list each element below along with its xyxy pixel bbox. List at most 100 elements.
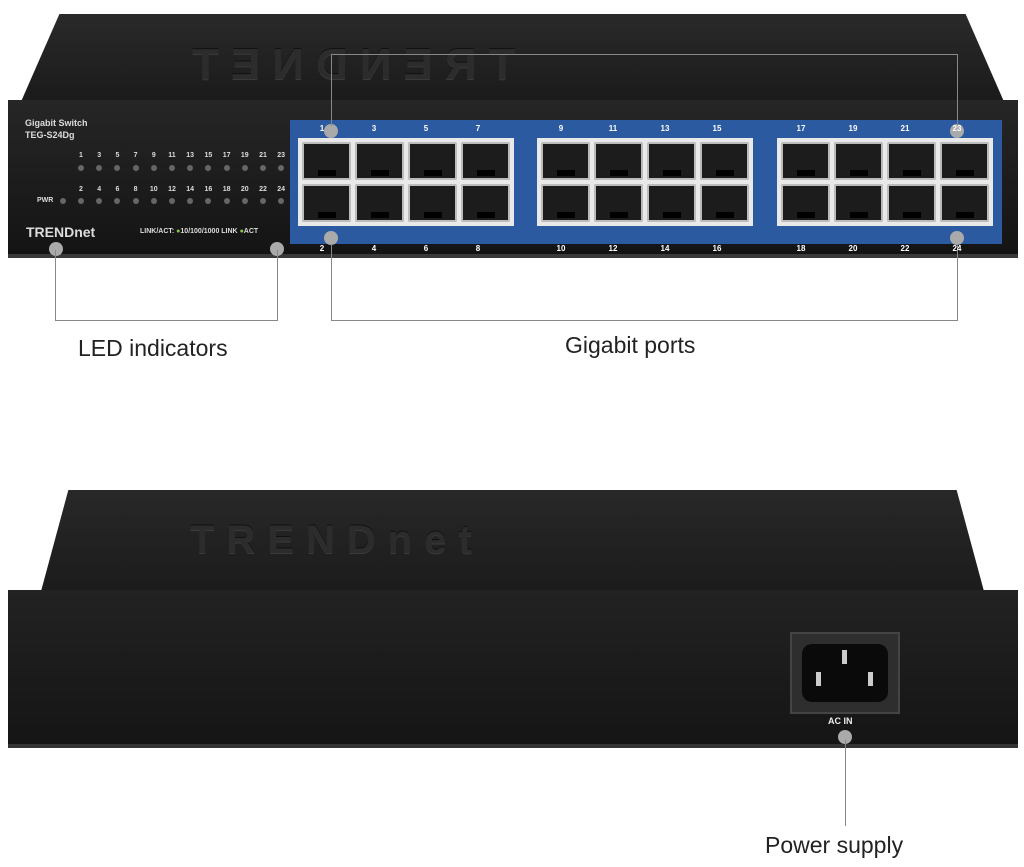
led-number: 23 [277, 152, 286, 159]
led-number: 2 [79, 186, 83, 193]
port-number: 11 [608, 124, 618, 133]
led-number: 17 [222, 152, 231, 159]
ethernet-port [647, 184, 696, 222]
port-number: 22 [900, 244, 910, 253]
led-number: 21 [259, 152, 267, 159]
ethernet-port [594, 184, 643, 222]
product-name: Gigabit Switch [25, 118, 88, 128]
pin [816, 672, 821, 686]
led-number: 22 [259, 186, 267, 193]
callout-line [845, 740, 846, 826]
ethernet-port [355, 184, 404, 222]
port-group-3 [777, 138, 993, 226]
switch-top-front [20, 14, 1005, 104]
callout-line [277, 250, 278, 321]
port-number: 1 [319, 124, 325, 133]
port-number: 17 [796, 124, 806, 133]
led-number: 14 [186, 186, 195, 193]
port-led [260, 165, 266, 171]
port-led [169, 198, 175, 204]
port-led [132, 165, 139, 171]
ethernet-port [781, 184, 830, 222]
ethernet-port [408, 142, 457, 180]
port-number: 23 [952, 124, 962, 133]
callout-dot [49, 242, 63, 256]
port-group-2 [537, 138, 753, 226]
ethernet-port [834, 184, 883, 222]
port-number: 7 [475, 124, 481, 133]
led-number: 16 [204, 186, 213, 193]
port-led [96, 165, 103, 171]
ethernet-port [302, 184, 351, 222]
led-number: 12 [168, 186, 176, 193]
ethernet-port [940, 142, 989, 180]
callout-line [331, 54, 332, 126]
callout-dot [838, 730, 852, 744]
port-led [241, 198, 248, 204]
callout-line [957, 244, 958, 321]
ethernet-port [302, 142, 351, 180]
port-led [169, 165, 175, 171]
brand-logo: TRENDnet [26, 224, 96, 240]
ethernet-port [647, 142, 696, 180]
port-led [223, 165, 230, 171]
ethernet-port [541, 184, 590, 222]
led-number: 7 [133, 152, 138, 159]
port-led [78, 165, 84, 171]
port-number: 9 [558, 124, 564, 133]
led-number: 9 [151, 152, 156, 159]
port-number: 3 [371, 124, 377, 133]
ac-in-label: AC IN [828, 716, 853, 726]
callout-line [331, 320, 958, 321]
port-number: 8 [475, 244, 481, 253]
led-number: 4 [97, 186, 102, 193]
port-number: 12 [608, 244, 618, 253]
led-number: 18 [222, 186, 231, 193]
ethernet-port [700, 142, 749, 180]
pwr-led [60, 198, 66, 204]
port-led [114, 165, 121, 171]
link-act-label: LINK/ACT: [140, 228, 175, 235]
act-label: ACT [243, 228, 259, 235]
led-indicators-label: LED indicators [78, 335, 228, 361]
port-group-1 [298, 138, 514, 226]
ac-power-inlet [790, 632, 900, 714]
port-led [150, 165, 157, 171]
port-led [278, 165, 285, 171]
port-led [96, 198, 103, 204]
ethernet-port [355, 142, 404, 180]
ethernet-port [541, 142, 590, 180]
ethernet-port [408, 184, 457, 222]
led-number: 24 [277, 186, 286, 193]
speed-label: 10/100/1000 LINK [180, 228, 238, 235]
ethernet-port [834, 142, 883, 180]
led-green-dot-icon: ● [239, 228, 244, 235]
port-number: 21 [900, 124, 910, 133]
port-led [223, 198, 230, 204]
gigabit-ports-label: Gigabit ports [565, 332, 696, 358]
led-number: 3 [97, 152, 102, 159]
port-number: 18 [796, 244, 806, 253]
callout-line [957, 54, 958, 126]
port-number: 19 [848, 124, 858, 133]
ethernet-port [887, 184, 936, 222]
led-number: 15 [204, 152, 213, 159]
port-number: 16 [712, 244, 722, 253]
led-number: 19 [240, 152, 249, 159]
power-supply-label: Power supply [765, 832, 904, 858]
led-number: 11 [168, 152, 176, 159]
port-number: 2 [319, 244, 325, 253]
port-number: 24 [952, 244, 962, 253]
port-led [205, 198, 212, 204]
port-led [187, 198, 194, 204]
port-led [150, 198, 157, 204]
led-number: 1 [79, 152, 83, 159]
port-led [78, 198, 84, 204]
ethernet-port [940, 184, 989, 222]
callout-dot [270, 242, 284, 256]
led-number: 20 [240, 186, 249, 193]
ethernet-port [700, 184, 749, 222]
switch-top-back [40, 490, 985, 595]
port-led [132, 198, 139, 204]
